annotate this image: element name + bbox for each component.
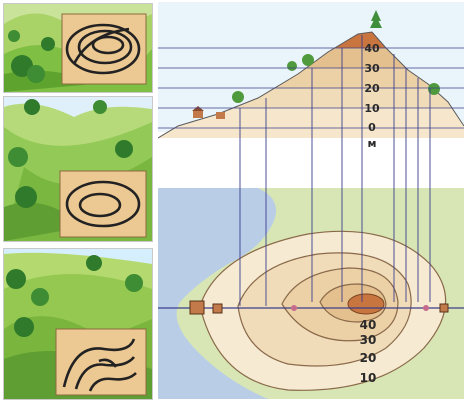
tree-icon	[287, 61, 297, 71]
plateau-contour-inset	[62, 14, 146, 84]
height-label-10: 10	[364, 102, 380, 115]
ridge-spur-panel	[3, 248, 153, 400]
valley-basin-panel	[3, 96, 153, 242]
contour-projection-diagram: 40 30 20 10 0 м	[158, 2, 464, 399]
height-label-30: 30	[364, 62, 380, 75]
basin-contour-inset	[60, 171, 146, 237]
tree-icon	[232, 91, 244, 103]
height-label-20: 20	[364, 82, 380, 95]
tree-icon	[302, 54, 314, 66]
height-label-0: 0	[368, 121, 376, 134]
contour-label-40: 40	[360, 318, 377, 332]
contour-label-30: 30	[360, 333, 377, 347]
contour-label-10: 10	[360, 371, 377, 385]
height-label-40: 40	[364, 42, 380, 55]
hill-plateau-panel	[3, 3, 153, 93]
house-icon	[216, 112, 225, 119]
unit-label: м	[368, 137, 377, 150]
ridge-contour-inset	[56, 329, 146, 395]
house-icon	[193, 110, 203, 118]
contour-label-20: 20	[360, 351, 377, 365]
